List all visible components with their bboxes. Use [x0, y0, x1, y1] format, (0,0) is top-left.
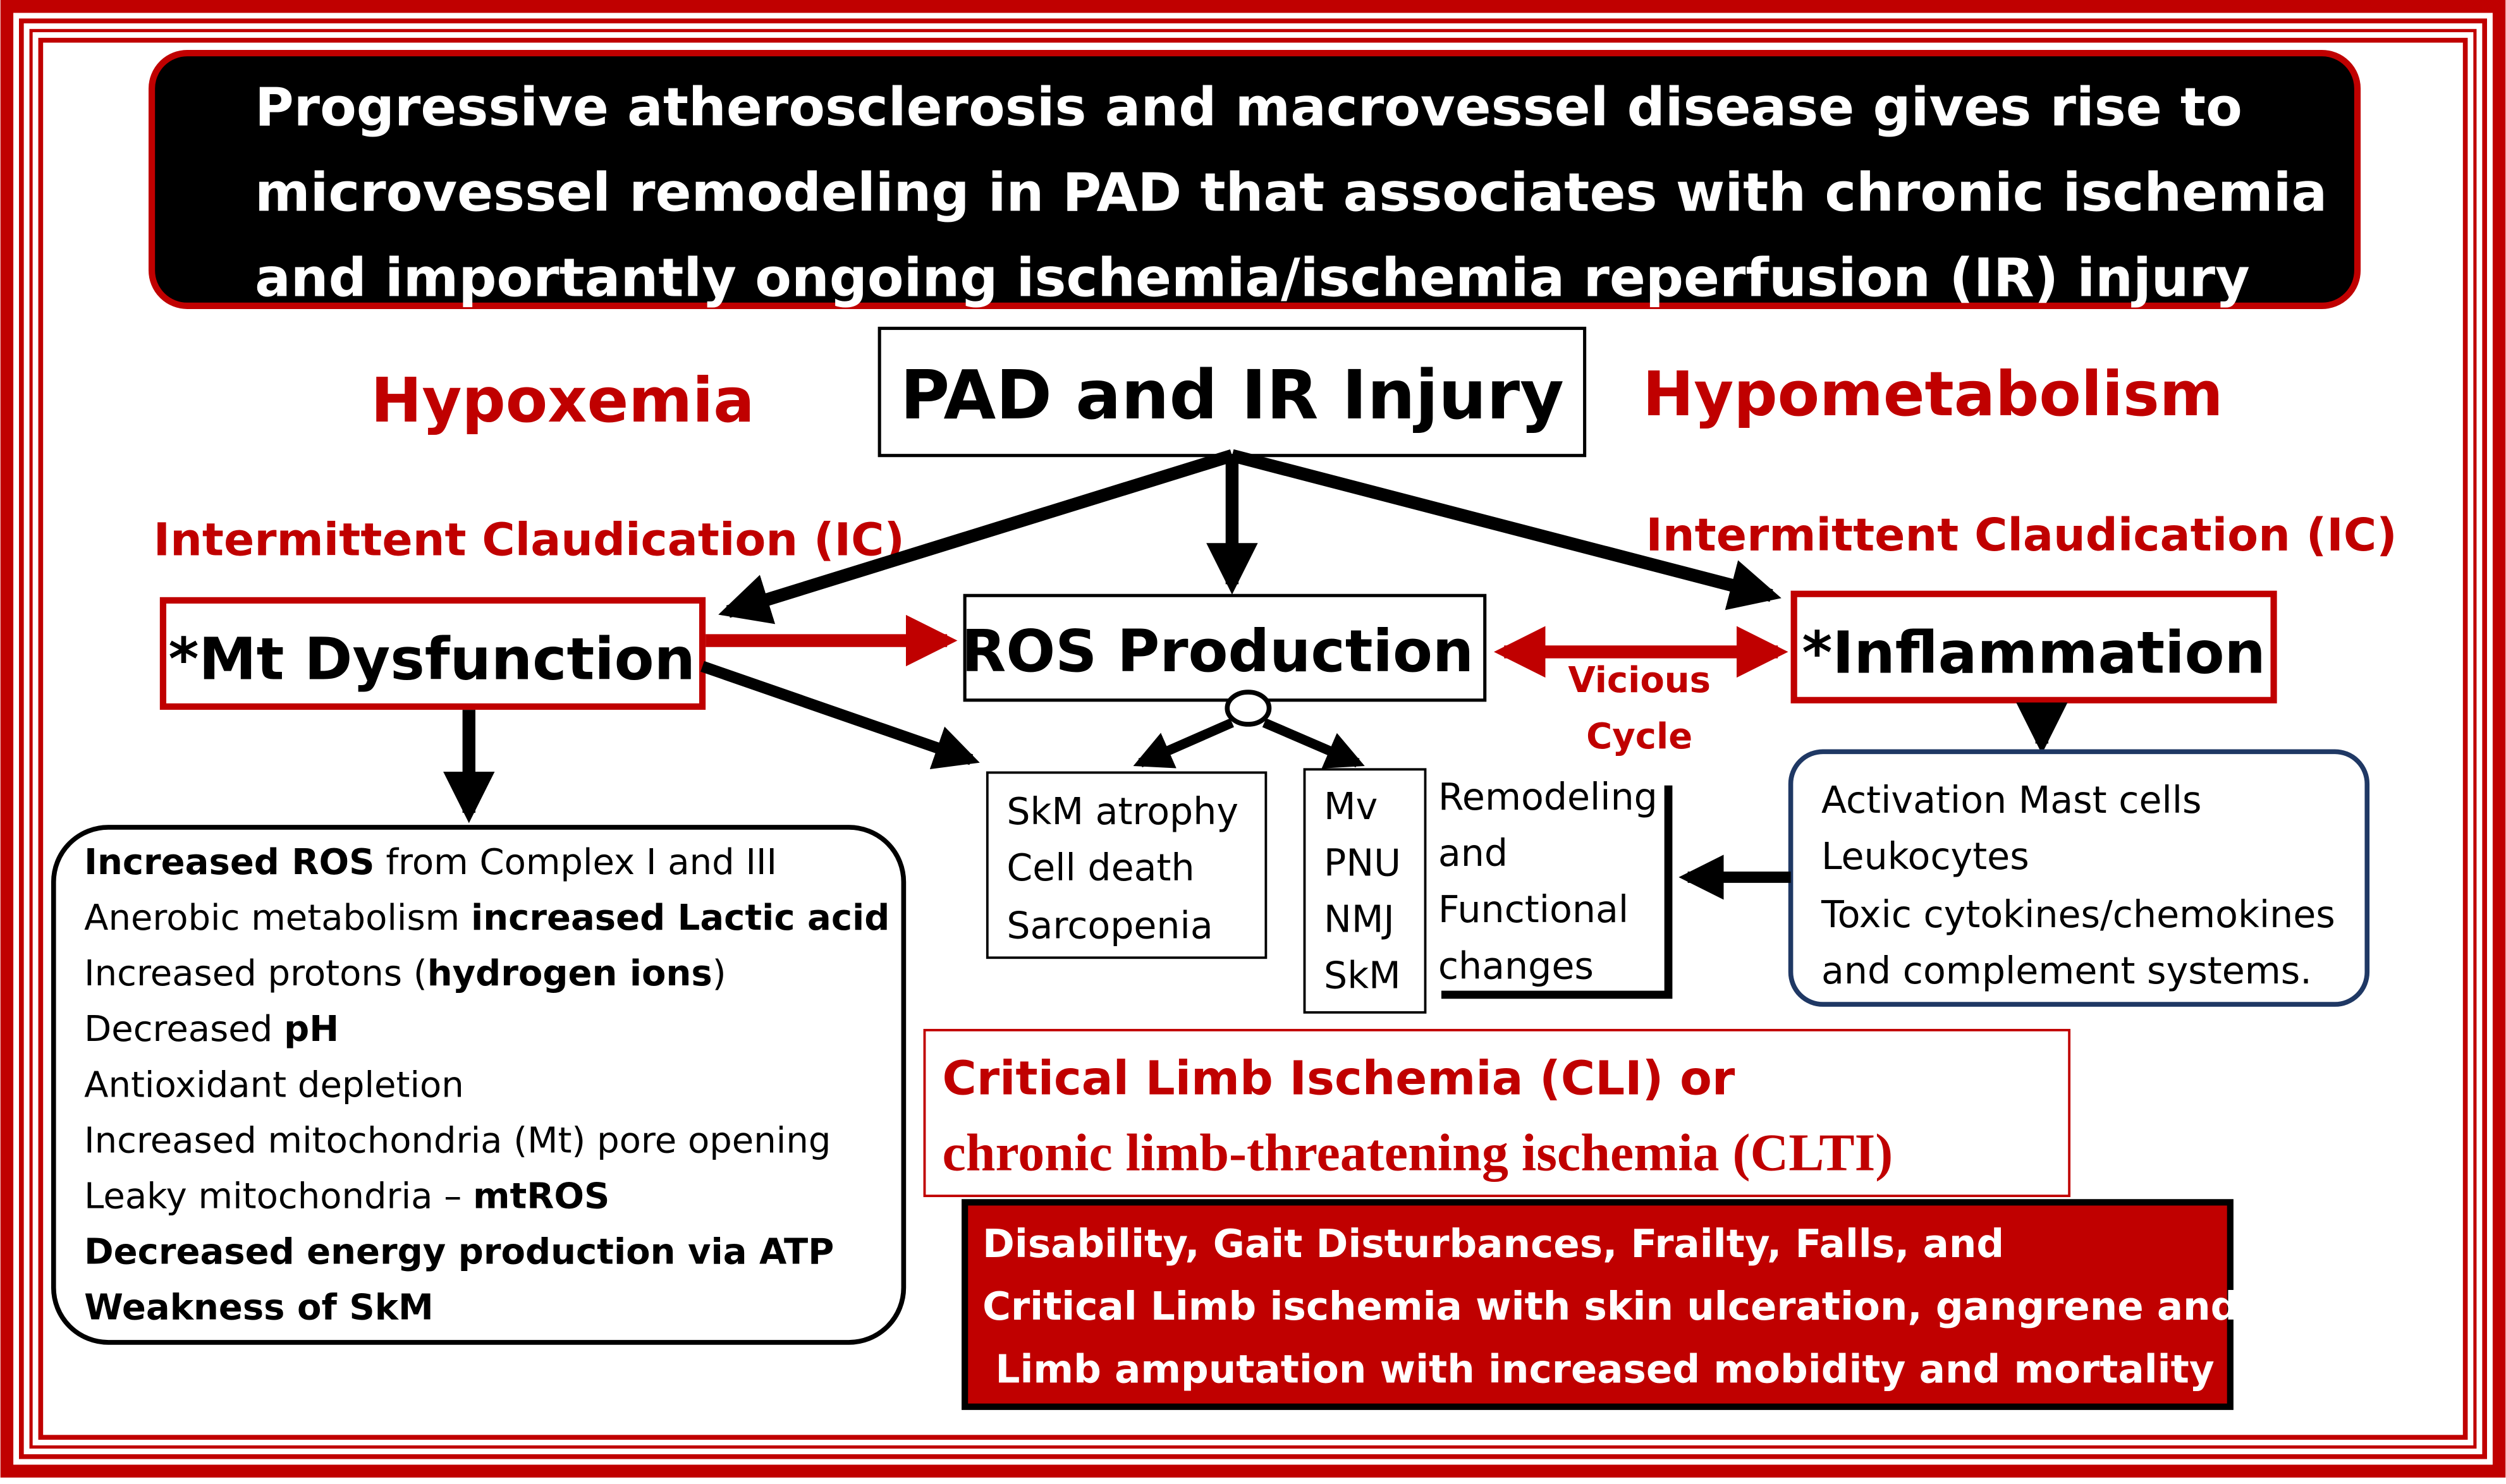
header-line-2: microvessel remodeling in PAD that assoc…: [255, 162, 2327, 224]
center-title-box: PAD and IR Injury: [877, 326, 1587, 458]
pnu-line: PNU: [1324, 841, 1401, 884]
mt-effect-segment: Weakness of SkM: [84, 1287, 434, 1329]
hypometabolism-heading: Hypometabolism: [1642, 358, 2223, 430]
mt-effect-line: Leaky mitochondria – mtROS: [84, 1176, 609, 1217]
skm-atrophy-box: SkM atrophy Cell death Sarcopenia: [986, 771, 1268, 959]
skm-atrophy-line: SkM atrophy: [1006, 790, 1238, 833]
title-arrows: [718, 449, 1782, 624]
center-title: PAD and IR Injury: [900, 356, 1564, 435]
mt-dysfunction-box: *Mt Dysfunction: [159, 597, 706, 710]
activation-box: Activation Mast cells Leukocytes Toxic c…: [1788, 749, 2370, 1007]
nmj-line: NMJ: [1324, 898, 1395, 941]
mt-effect-segment: from Complex I and III: [375, 842, 778, 883]
cli-line-1: Critical Limb Ischemia (CLI) or: [942, 1052, 1735, 1106]
activation-line-3: Toxic cytokines/chemokines: [1821, 893, 2335, 936]
outcomes-box: Disability, Gait Disturbances, Frailty, …: [962, 1199, 2238, 1410]
ros-split-node: [1133, 690, 1365, 769]
header-line-3: and importantly ongoing ischemia/ischemi…: [255, 247, 2250, 309]
remodeling-bracket: [1441, 785, 1673, 999]
cli-box: Critical Limb Ischemia (CLI) or chronic …: [923, 1028, 2071, 1198]
mv-box: Mv PNU NMJ SkM: [1303, 768, 1427, 1014]
mt-effect-segment: Increased ROS: [84, 842, 374, 883]
cycle-label: Cycle: [1586, 716, 1692, 757]
cli-line-2: chronic limb-threatening ischemia (CLTI): [942, 1123, 1893, 1182]
remodeling-line-4: changes: [1438, 944, 1594, 987]
mt-effects-box: Increased ROS from Complex I and III Aner…: [51, 825, 907, 1345]
mt-dysfunction-label: *Mt Dysfunction: [169, 626, 695, 693]
inflammation-box: *Inflammation: [1790, 590, 2277, 703]
mt-effect-line: Antioxidant depletion: [84, 1064, 464, 1105]
mt-effects-list: Increased ROS from Complex I and III Aner…: [84, 842, 889, 1329]
right-ic-label: Intermittent Claudication (IC): [1646, 509, 2397, 561]
cell-death-line: Cell death: [1006, 846, 1194, 889]
mt-effect-segment: hydrogen ions: [427, 953, 712, 994]
inflammation-label: *Inflammation: [1802, 619, 2265, 686]
mv-line: Mv: [1324, 785, 1378, 828]
mt-effect-segment: Anerobic metabolism: [84, 897, 471, 939]
ros-production-label: ROS Production: [962, 617, 1474, 685]
mt-effect-line: Increased ROS from Complex I and III: [84, 842, 777, 883]
mt-effect-segment: pH: [284, 1009, 339, 1050]
mt-effect-segment: Decreased energy production via ATP: [84, 1232, 834, 1273]
mt-effect-line: Anerobic metabolism increased Lactic aci…: [84, 897, 889, 939]
mt-effect-segment: mtROS: [473, 1176, 609, 1217]
mt-effect-line: Decreased pH: [84, 1009, 339, 1050]
mt-effect-segment: ): [712, 953, 726, 994]
remodeling-line-2: and: [1438, 832, 1508, 875]
outcome-line-1: Disability, Gait Disturbances, Frailty, …: [982, 1222, 2004, 1267]
header-line-1: Progressive atherosclerosis and macroves…: [255, 76, 2242, 138]
mt-effect-line: Weakness of SkM: [84, 1287, 434, 1329]
mt-effect-segment: Increased mitochondria (Mt) pore opening: [84, 1120, 831, 1161]
mt-effect-line: Decreased energy production via ATP: [84, 1232, 834, 1273]
vicious-label: Vicious: [1568, 660, 1711, 701]
mt-effect-segment: Decreased: [84, 1009, 284, 1050]
remodeling-line-1: Remodeling: [1438, 775, 1658, 818]
mt-effect-segment: Antioxidant depletion: [84, 1064, 464, 1105]
skm-line: SkM: [1324, 954, 1401, 997]
sarcopenia-line: Sarcopenia: [1006, 904, 1213, 947]
remodeling-line-3: Functional: [1438, 888, 1629, 931]
mt-effect-line: Increased mitochondria (Mt) pore opening: [84, 1120, 831, 1161]
mt-effect-segment: increased Lactic acid: [471, 897, 889, 939]
header-banner: Progressive atherosclerosis and macroves…: [149, 49, 2361, 309]
activation-line-4: and complement systems.: [1821, 949, 2312, 992]
outcome-line-3: Limb amputation with increased mobidity …: [996, 1347, 2215, 1392]
mt-effect-line: Increased protons (hydrogen ions): [84, 953, 726, 994]
ros-production-box: ROS Production: [962, 593, 1487, 702]
left-ic-label: Intermittent Claudication (IC): [154, 514, 905, 566]
mt-effect-segment: Leaky mitochondria –: [84, 1176, 473, 1217]
activation-line-1: Activation Mast cells: [1821, 779, 2202, 822]
remodeling-group: Remodeling and Functional changes: [1438, 775, 1673, 999]
activation-line-2: Leukocytes: [1821, 835, 2029, 878]
hypoxemia-heading: Hypoxemia: [370, 365, 754, 436]
mt-effect-segment: Increased protons (: [84, 953, 427, 994]
mt-to-skm-arrow: [700, 660, 980, 769]
outcome-line-2: Critical Limb ischemia with skin ulcerat…: [982, 1284, 2238, 1329]
